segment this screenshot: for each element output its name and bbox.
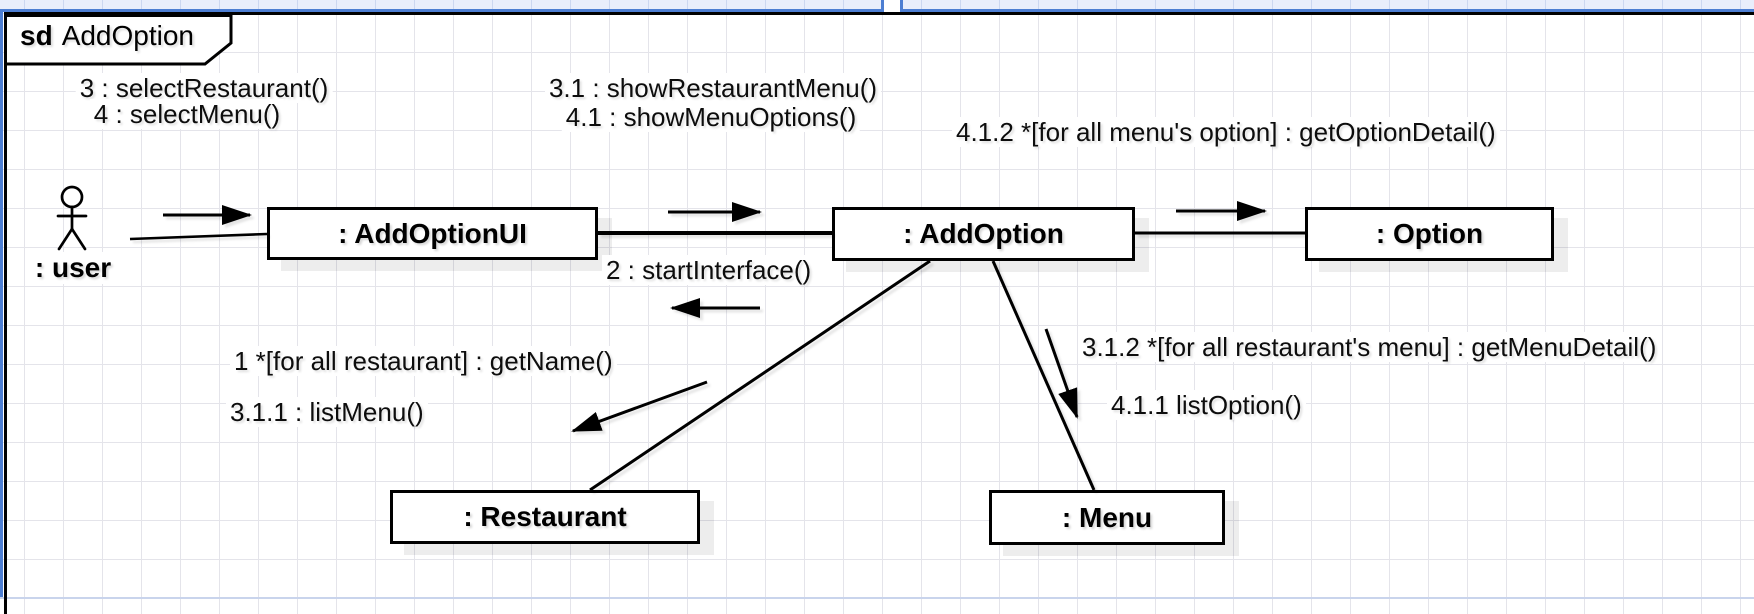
message-label-3-1[interactable]: 3.1 : showRestaurantMenu() (544, 73, 882, 103)
selection-outline-bottom (0, 597, 1754, 599)
page-top-band (0, 0, 1754, 9)
sd-keyword: sd (20, 20, 53, 51)
selection-outline-left (0, 9, 3, 598)
object-box-addoption[interactable]: : AddOption (832, 207, 1135, 261)
actor-user-icon[interactable] (46, 183, 98, 255)
object-label: : AddOption (903, 218, 1064, 249)
object-box-option[interactable]: : Option (1305, 207, 1554, 261)
object-box-addoptionui[interactable]: : AddOptionUI (267, 207, 598, 260)
object-box-menu[interactable]: : Menu (989, 490, 1225, 545)
link-addoption-menu[interactable] (991, 260, 1096, 491)
link-user-addoptionui[interactable] (129, 232, 268, 241)
actor-user-label[interactable]: : user (31, 252, 115, 284)
message-label-4-1[interactable]: 4.1 : showMenuOptions() (561, 102, 861, 132)
message-arrow-addoption-to-menu[interactable] (1044, 328, 1079, 419)
object-label: : AddOptionUI (338, 217, 527, 249)
message-label-3-1-1[interactable]: 3.1.1 : listMenu() (226, 397, 428, 427)
frame-header-pentagon[interactable] (4, 14, 236, 67)
message-label-4[interactable]: 4 : selectMenu() (89, 99, 285, 129)
frame-title[interactable]: sd AddOption (20, 20, 194, 52)
frame-border-left (4, 12, 7, 614)
selection-outline-top (0, 9, 1754, 12)
frame-border-top (4, 12, 1754, 15)
link-addoption-restaurant[interactable] (589, 259, 931, 492)
message-arrow-addoption-to-restaurant[interactable] (571, 380, 708, 433)
object-box-restaurant[interactable]: : Restaurant (390, 490, 700, 544)
message-label-4-1-2[interactable]: 4.1.2 *[for all menu's option] : getOpti… (952, 117, 1500, 147)
message-label-3-1-2[interactable]: 3.1.2 *[for all restaurant's menu] : get… (1078, 332, 1661, 362)
message-label-2[interactable]: 2 : startInterface() (602, 255, 816, 285)
message-label-4-1-1[interactable]: 4.1.1 listOption() (1107, 390, 1306, 420)
object-label: : Option (1375, 218, 1484, 249)
message-label-1[interactable]: 1 *[for all restaurant] : getName() (230, 346, 617, 376)
object-label: : Restaurant (463, 501, 627, 532)
frame-title-text: AddOption (61, 20, 195, 51)
object-label: : Menu (1061, 501, 1153, 533)
message-label-3[interactable]: 3 : selectRestaurant() (75, 73, 333, 103)
